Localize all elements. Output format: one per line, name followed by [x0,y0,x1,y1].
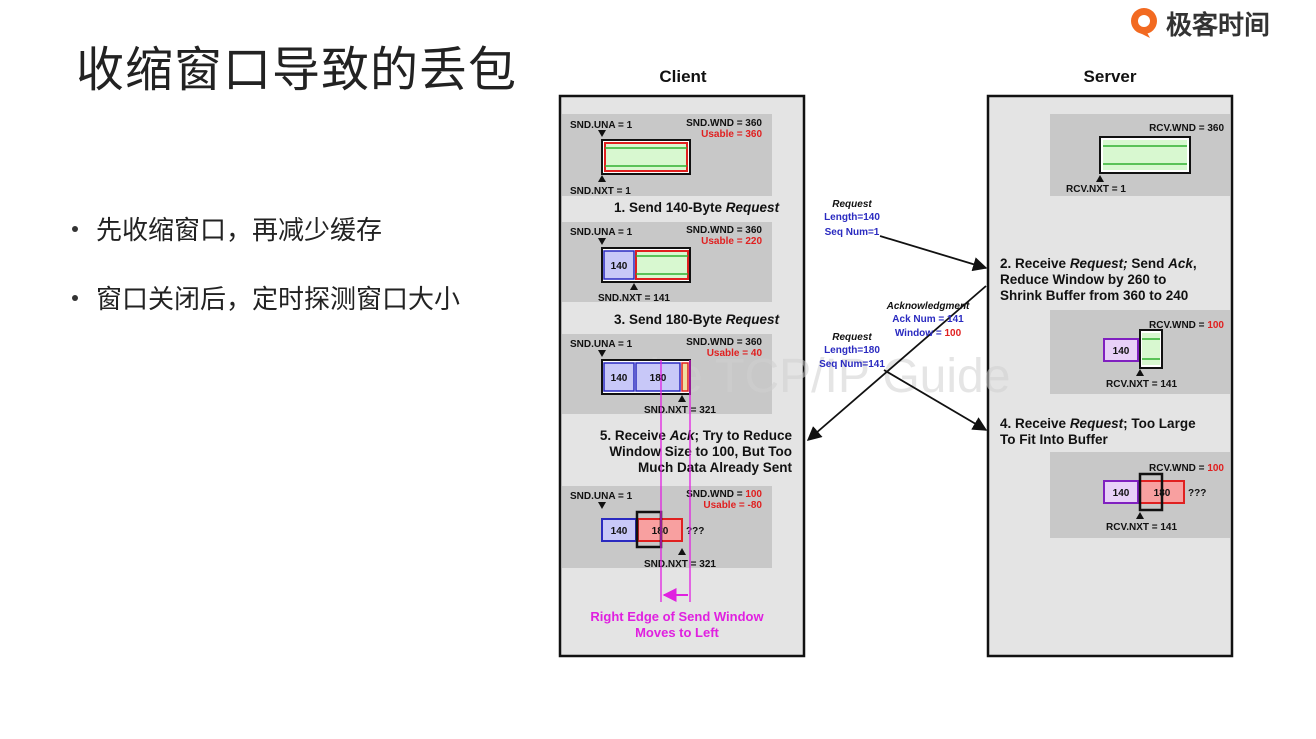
usable-label: Usable = 40 [707,348,763,359]
logo: 极客时间 [1128,6,1271,41]
bullet-text: 先收缩窗口，再减少缓存 [96,216,383,246]
pointer-down-icon [598,130,606,137]
pointer-down-icon [598,502,606,509]
segment-label: 140 [1113,346,1130,357]
rcv-nxt-label: RCV.NXT = 141 [1106,522,1177,533]
svg-text:Length=180: Length=180 [824,345,880,356]
pointer-up-icon [678,548,686,555]
step-3-label: 3. Send 180-Byte Request [614,312,780,327]
bullet-dot-icon [72,294,78,301]
svg-text:Shrink Buffer from 360 to 240: Shrink Buffer from 360 to 240 [1000,288,1188,303]
bullet-dot-icon [72,225,78,232]
server-column [986,94,1234,658]
request-1-arrow [879,235,988,272]
rcv-nxt-label: RCV.NXT = 1 [1066,184,1126,195]
svg-text:4. Receive Request; Too Large: 4. Receive Request; Too Large [1000,416,1196,431]
segment-label: 140 [1113,488,1130,499]
client-panel-2: SND.UNA = 1 SND.WND = 360 Usable = 220 1… [570,225,762,304]
pointer-down-icon [598,238,606,245]
server-panel-2: RCV.WND = 100 140 RCV.NXT = 141 [1103,320,1224,390]
pointer-up-icon [1136,512,1144,519]
logo-text: 极客时间 [1166,10,1271,41]
page-title: 收缩窗口导致的丢包 [76,42,518,98]
segment-label: 140 [611,373,628,384]
svg-text:To Fit Into Buffer: To Fit Into Buffer [1000,432,1108,447]
bullet-text: 窗口关闭后，定时探测窗口大小 [96,285,461,315]
request-1-message: Request Length=140 Seq Num=1 [824,199,880,238]
window-edge-indicator: Right Edge of Send Window Moves to Left [590,360,764,640]
caption-line2: Moves to Left [635,625,719,640]
svg-text:Request: Request [832,332,872,343]
rcv-wnd-label: RCV.WND = 100 [1149,463,1224,474]
request-3-message: Request Length=180 Seq Num=141 [819,332,885,370]
step-2-label: 2. Receive Request; Send Ack, Reduce Win… [1000,256,1197,303]
usable-label: Usable = -80 [703,500,762,511]
segment-label: 140 [611,526,628,537]
svg-text:Acknowledgment: Acknowledgment [886,301,970,312]
svg-text:2. Receive Request; Send Ack,: 2. Receive Request; Send Ack, [1000,256,1197,271]
step-5-label: 5. Receive Ack; Try to Reduce Window Siz… [600,428,793,475]
server-panel-1: RCV.WND = 360 RCV.NXT = 1 [1066,123,1224,195]
unknown-marker: ??? [1188,488,1206,499]
rcv-wnd-label: RCV.WND = 360 [1149,123,1224,134]
snd-una-label: SND.UNA = 1 [570,339,633,350]
client-panel-1: SND.UNA = 1 SND.WND = 360 Usable = 360 S… [570,118,762,197]
snd-nxt-label: SND.NXT = 321 [644,405,716,416]
svg-text:5. Receive Ack; Try to Reduce: 5. Receive Ack; Try to Reduce [600,428,793,443]
ack-arrow [806,285,987,441]
usable-label: Usable = 360 [701,129,762,140]
pointer-up-icon [1096,175,1104,182]
step-1-label: 1. Send 140-Byte Request [614,200,780,215]
client-header: Client [659,67,707,86]
pointer-up-icon [630,283,638,290]
request-3-arrow [883,369,988,431]
rcv-nxt-label: RCV.NXT = 141 [1106,379,1177,390]
snd-una-label: SND.UNA = 1 [570,491,633,502]
svg-text:Length=140: Length=140 [824,212,880,223]
svg-text:Seq Num=1: Seq Num=1 [825,227,880,238]
usable-label: Usable = 220 [701,236,762,247]
step-4-label: 4. Receive Request; Too Large To Fit Int… [1000,416,1196,447]
snd-nxt-label: SND.NXT = 141 [598,293,670,304]
client-panel-3: SND.UNA = 1 SND.WND = 360 Usable = 40 14… [570,337,762,416]
server-header: Server [1084,67,1137,86]
unknown-marker: ??? [686,526,704,537]
caption-line1: Right Edge of Send Window [590,609,764,624]
svg-text:Request: Request [832,199,872,210]
bullet-list: 先收缩窗口，再减少缓存 窗口关闭后，定时探测窗口大小 [72,210,460,348]
ack-message: Acknowledgment Ack Num = 141 Window = 10… [886,301,970,339]
snd-wnd-label: SND.WND = 100 [686,489,762,500]
client-panel-5: SND.UNA = 1 SND.WND = 100 Usable = -80 1… [570,489,762,570]
svg-text:Ack Num = 141: Ack Num = 141 [892,314,964,325]
snd-wnd-label: SND.WND = 360 [686,118,762,129]
svg-text:Window Size to 100, But Too: Window Size to 100, But Too [609,444,792,459]
geektime-logo-icon [1131,8,1157,38]
snd-nxt-label: SND.NXT = 1 [570,186,631,197]
pointer-up-icon [598,175,606,182]
svg-text:Reduce Window by 260 to: Reduce Window by 260 to [1000,272,1166,287]
snd-una-label: SND.UNA = 1 [570,120,633,131]
snd-wnd-label: SND.WND = 360 [686,337,762,348]
svg-text:Window = 100: Window = 100 [895,328,962,339]
snd-una-label: SND.UNA = 1 [570,227,633,238]
pointer-down-icon [598,350,606,357]
svg-text:Seq Num=141: Seq Num=141 [819,359,885,370]
pointer-up-icon [678,395,686,402]
segment-140 [603,250,635,280]
snd-wnd-label: SND.WND = 360 [686,225,762,236]
snd-nxt-label: SND.NXT = 321 [644,559,716,570]
bullet-item: 先收缩窗口，再减少缓存 [72,210,460,247]
bullet-item: 窗口关闭后，定时探测窗口大小 [72,279,460,316]
segment-label: 140 [611,261,628,272]
segment-label: 180 [650,373,667,384]
pointer-up-icon [1136,369,1144,376]
svg-text:Much Data Already Sent: Much Data Already Sent [638,460,793,475]
server-panel-4: RCV.WND = 100 140 180 ??? RCV.NXT = 141 [1103,463,1224,533]
rcv-wnd-label: RCV.WND = 100 [1149,320,1224,331]
